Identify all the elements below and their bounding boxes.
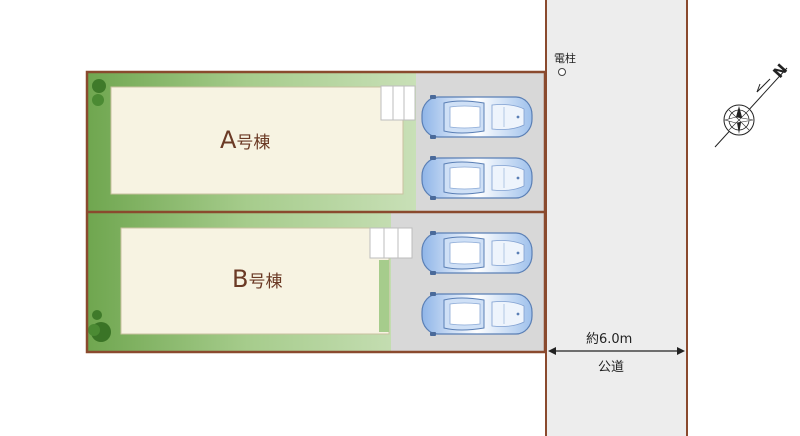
road-width-dimension bbox=[548, 347, 685, 355]
road-name-label: 公道 bbox=[598, 360, 624, 375]
public-road bbox=[546, 0, 687, 436]
car-icon bbox=[421, 94, 533, 140]
car-icon bbox=[421, 155, 533, 201]
entrance-steps-a bbox=[380, 85, 416, 121]
entrance-steps-b bbox=[369, 227, 413, 259]
car-icon bbox=[421, 291, 533, 337]
car-icon bbox=[421, 230, 533, 276]
tree-icon bbox=[88, 310, 111, 342]
utility-pole-icon bbox=[558, 68, 566, 76]
building-b bbox=[120, 227, 390, 335]
building-a bbox=[110, 86, 404, 195]
lot-a: A号棟 bbox=[87, 72, 545, 212]
compass-north-label: N bbox=[769, 60, 791, 81]
building-a-label: A号棟 bbox=[220, 126, 270, 154]
compass-icon bbox=[714, 67, 788, 148]
tree-icon bbox=[92, 79, 106, 106]
road-width-label: 約6.0m bbox=[586, 332, 632, 347]
utility-pole-label: 電柱 bbox=[554, 51, 576, 65]
building-b-label: B号棟 bbox=[232, 265, 282, 293]
lot-b: B号棟 bbox=[87, 212, 545, 352]
